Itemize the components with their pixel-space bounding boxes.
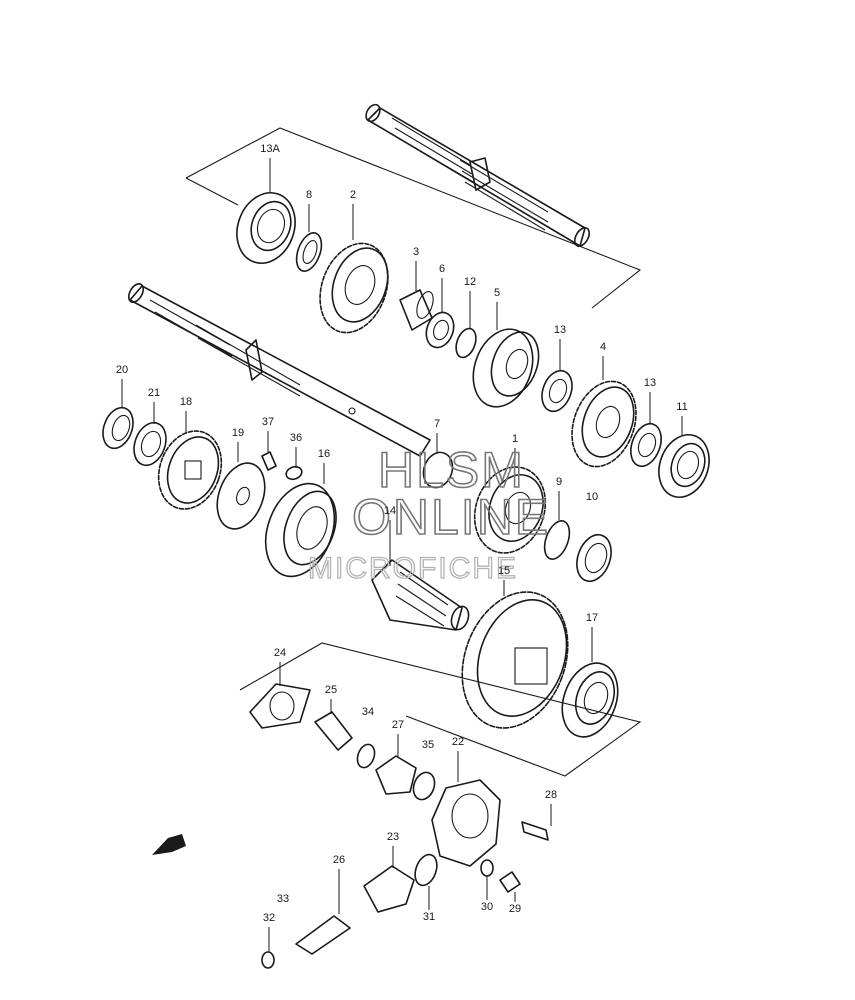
part-label-1: 1 [512, 433, 518, 445]
part-label-13: 13 [644, 377, 656, 389]
bearing-16 [264, 482, 337, 578]
part-label-12: 12 [464, 276, 476, 288]
part-label-23: 23 [387, 831, 399, 843]
shaft-14 [371, 559, 470, 631]
bolt-28 [521, 821, 549, 841]
bearing-13a [236, 192, 296, 264]
part-label-19: 19 [232, 427, 244, 439]
part-label-24: 24 [274, 647, 286, 659]
washer-6 [425, 311, 455, 349]
part-label-6: 6 [439, 263, 445, 275]
leader-lines [121, 158, 683, 952]
washer-13-upper [541, 369, 573, 413]
part-label-29: 29 [509, 903, 521, 915]
part-label-26: 26 [333, 854, 345, 866]
gear-7 [422, 451, 454, 489]
washer-13-lower [630, 422, 662, 468]
bolt-37 [261, 451, 277, 471]
gear-26 [295, 915, 351, 955]
part-label-35: 35 [422, 739, 434, 751]
countershaft [365, 103, 591, 247]
washer-19 [216, 462, 266, 530]
washer-8 [295, 232, 323, 272]
gear-25 [314, 711, 353, 751]
part-label-20: 20 [116, 364, 128, 376]
part-label-36: 36 [290, 432, 302, 444]
bearing-20 [102, 406, 134, 450]
part-label-27: 27 [392, 719, 404, 731]
front-arrow-icon [152, 834, 186, 855]
part-label-7: 7 [434, 418, 440, 430]
bolt-29 [499, 871, 521, 893]
gear-1 [473, 466, 547, 554]
part-label-14: 14 [384, 505, 396, 517]
upper-assembly-outline [185, 127, 642, 309]
watermark-line-1: HLSM [378, 442, 525, 498]
oring-31 [414, 853, 438, 887]
oring-34 [356, 743, 376, 769]
gear-18 [157, 430, 223, 510]
part-label-21: 21 [148, 387, 160, 399]
clip-32 [261, 951, 275, 969]
bushing-27 [375, 755, 417, 795]
gear-2 [319, 242, 389, 334]
part-label-25: 25 [325, 684, 337, 696]
part-label-11: 11 [676, 401, 687, 413]
part-label-18: 18 [180, 396, 192, 408]
part-label-22: 22 [452, 736, 464, 748]
bearing-17 [561, 662, 619, 738]
part-label-37: 37 [262, 416, 274, 428]
part-label-3: 3 [413, 246, 419, 258]
part-label-32: 32 [263, 912, 275, 924]
part-label-8: 8 [306, 189, 312, 201]
part-label-16: 16 [318, 448, 330, 460]
bushing-3 [399, 289, 434, 331]
part-label-13: 13 [554, 324, 566, 336]
washer-30 [480, 859, 494, 877]
part-label-31: 31 [423, 911, 435, 923]
part-label-13a: 13A [260, 143, 280, 155]
bearing-11 [658, 434, 710, 498]
bushing-23 [363, 865, 415, 913]
gear-15 [461, 591, 569, 729]
bearing-10 [576, 533, 612, 583]
driveshaft [127, 283, 431, 457]
washer-36 [285, 465, 303, 481]
watermark-line-3: MICROFICHE [308, 552, 518, 585]
part-label-10: 10 [586, 491, 598, 503]
part-label-5: 5 [494, 287, 500, 299]
part-label-28: 28 [545, 789, 557, 801]
washer-21 [133, 421, 167, 467]
part-label-17: 17 [586, 612, 598, 624]
gear-5-upper [472, 328, 540, 408]
circlip-12 [455, 327, 477, 359]
part-label-33: 33 [277, 893, 289, 905]
washer-9 [543, 520, 571, 560]
lower-assembly-outline [239, 642, 642, 777]
gasket-24 [249, 683, 311, 729]
part-label-30: 30 [481, 901, 493, 913]
watermark: HLSM ONLINE MICROFICHE [307, 441, 550, 585]
part-label-4: 4 [600, 341, 606, 353]
oring-35 [412, 771, 436, 801]
watermark-line-2: ONLINE [352, 489, 550, 545]
part-label-34: 34 [362, 706, 374, 718]
housing-22 [431, 779, 501, 867]
part-label-9: 9 [556, 476, 562, 488]
part-label-15: 15 [498, 565, 510, 577]
part-label-2: 2 [350, 189, 356, 201]
gear-4 [571, 380, 637, 468]
